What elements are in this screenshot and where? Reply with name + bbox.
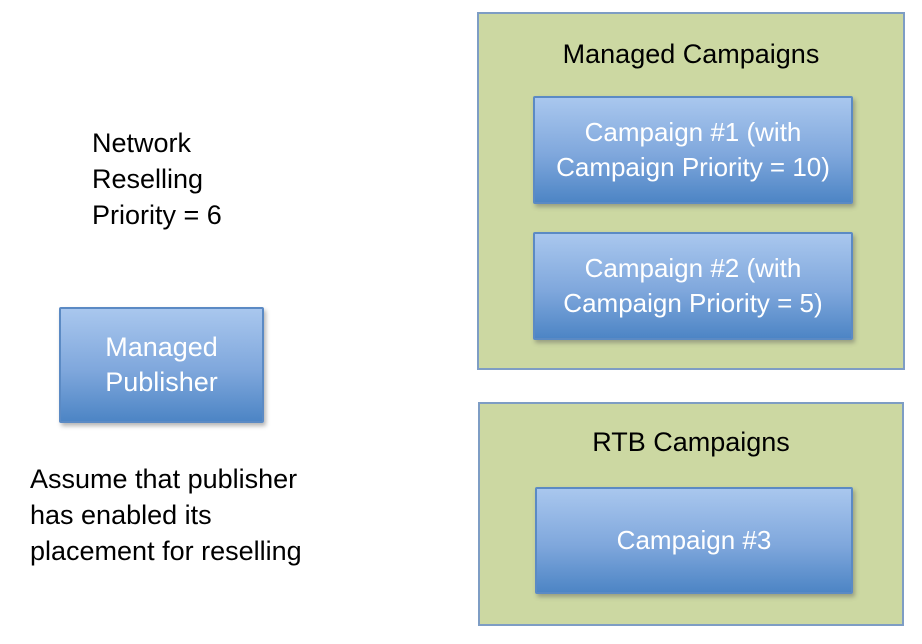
publisher-reselling-assumption-note: Assume that publisher has enabled its pl… bbox=[30, 464, 302, 566]
rtb-campaigns-group: RTB Campaigns Campaign #3 bbox=[478, 402, 904, 626]
managed-publisher-box: Managed Publisher bbox=[59, 307, 264, 423]
campaign-3-label: Campaign #3 bbox=[616, 525, 772, 555]
campaign-2-label: Campaign #2 (with Campaign Priority = 5) bbox=[563, 253, 823, 318]
campaign-2-box: Campaign #2 (with Campaign Priority = 5) bbox=[533, 232, 853, 340]
network-reselling-priority-note: Network Reselling Priority = 6 bbox=[92, 128, 222, 230]
campaign-3-box: Campaign #3 bbox=[535, 487, 853, 594]
managed-publisher-label: Managed Publisher bbox=[105, 332, 218, 397]
campaign-1-box: Campaign #1 (with Campaign Priority = 10… bbox=[533, 96, 853, 204]
campaign-1-label: Campaign #1 (with Campaign Priority = 10… bbox=[556, 117, 830, 182]
managed-campaigns-group: Managed Campaigns Campaign #1 (with Camp… bbox=[477, 12, 905, 370]
rtb-campaigns-group-title: RTB Campaigns bbox=[592, 427, 790, 457]
managed-campaigns-group-title: Managed Campaigns bbox=[562, 39, 820, 69]
